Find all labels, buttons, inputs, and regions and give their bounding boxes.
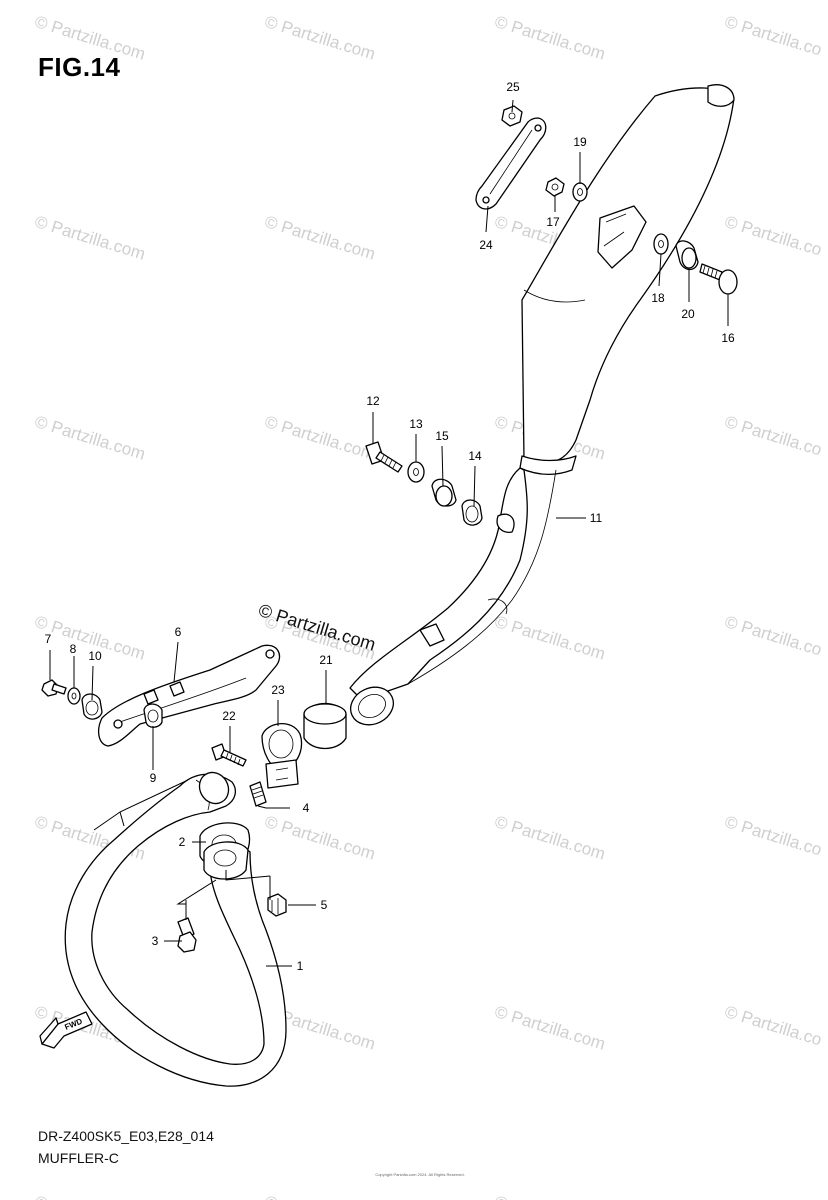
bolt-16 (699, 263, 738, 295)
heat-guard-6 (97, 644, 281, 747)
collar-10 (81, 693, 103, 720)
muffler-body (519, 84, 735, 475)
section-name: MUFFLER-C (38, 1150, 119, 1166)
callout-20[interactable]: 20 (681, 307, 695, 321)
stud-4 (249, 781, 267, 807)
callout-14[interactable]: 14 (468, 449, 482, 463)
diagram-code: DR-Z400SK5_E03,E28_014 (38, 1128, 214, 1144)
nut-5 (267, 893, 287, 917)
nut-3 (177, 917, 197, 953)
callout-4[interactable]: 4 (302, 801, 310, 815)
cushion-14 (461, 499, 483, 526)
callout-15[interactable]: 15 (435, 429, 449, 443)
cushion-9 (143, 703, 163, 728)
callout-21[interactable]: 21 (319, 653, 333, 667)
callout-6[interactable]: 6 (174, 625, 182, 639)
callout-3[interactable]: 3 (151, 934, 159, 948)
callout-25[interactable]: 25 (506, 80, 520, 94)
callout-16[interactable]: 16 (721, 331, 735, 345)
collar-20 (675, 240, 699, 271)
callout-9[interactable]: 9 (149, 771, 157, 785)
bolt-12 (365, 441, 403, 473)
callout-24[interactable]: 24 (479, 238, 493, 252)
nut-17 (545, 177, 565, 197)
strap-bolt-25 (501, 105, 523, 127)
callout-1[interactable]: 1 (296, 959, 304, 973)
callout-8[interactable]: 8 (69, 642, 77, 656)
callout-19[interactable]: 19 (573, 135, 587, 149)
clamp-bolt-22 (211, 743, 247, 767)
callout-13[interactable]: 13 (409, 417, 423, 431)
callout-5[interactable]: 5 (320, 898, 328, 912)
callout-18[interactable]: 18 (651, 291, 665, 305)
figure-title: FIG.14 (38, 52, 121, 82)
callout-10[interactable]: 10 (88, 649, 102, 663)
callout-17[interactable]: 17 (546, 215, 560, 229)
bolt-7 (41, 679, 67, 697)
washer-18 (653, 233, 669, 255)
callout-22[interactable]: 22 (222, 709, 236, 723)
callout-23[interactable]: 23 (271, 683, 285, 697)
callout-12[interactable]: 12 (366, 394, 380, 408)
exhaust-pipe-1 (64, 771, 287, 1087)
washer-13 (407, 461, 425, 483)
leader-lines (49, 99, 729, 967)
clamp-23 (261, 723, 303, 789)
flange-gasket-2 (199, 822, 251, 880)
forward-arrow: FWD (39, 1011, 93, 1049)
callout-2[interactable]: 2 (178, 835, 186, 849)
washer-19 (572, 182, 588, 202)
collar-15 (431, 478, 457, 507)
muffler-strap (475, 117, 547, 210)
callout-11[interactable]: 11 (589, 511, 603, 525)
washer-8 (67, 687, 81, 705)
callout-7[interactable]: 7 (44, 632, 52, 646)
gasket-21 (303, 702, 347, 750)
copyright-note: Copyright Partzilla.com 2024. All Rights… (375, 1172, 465, 1177)
connector-pipe (349, 467, 557, 726)
